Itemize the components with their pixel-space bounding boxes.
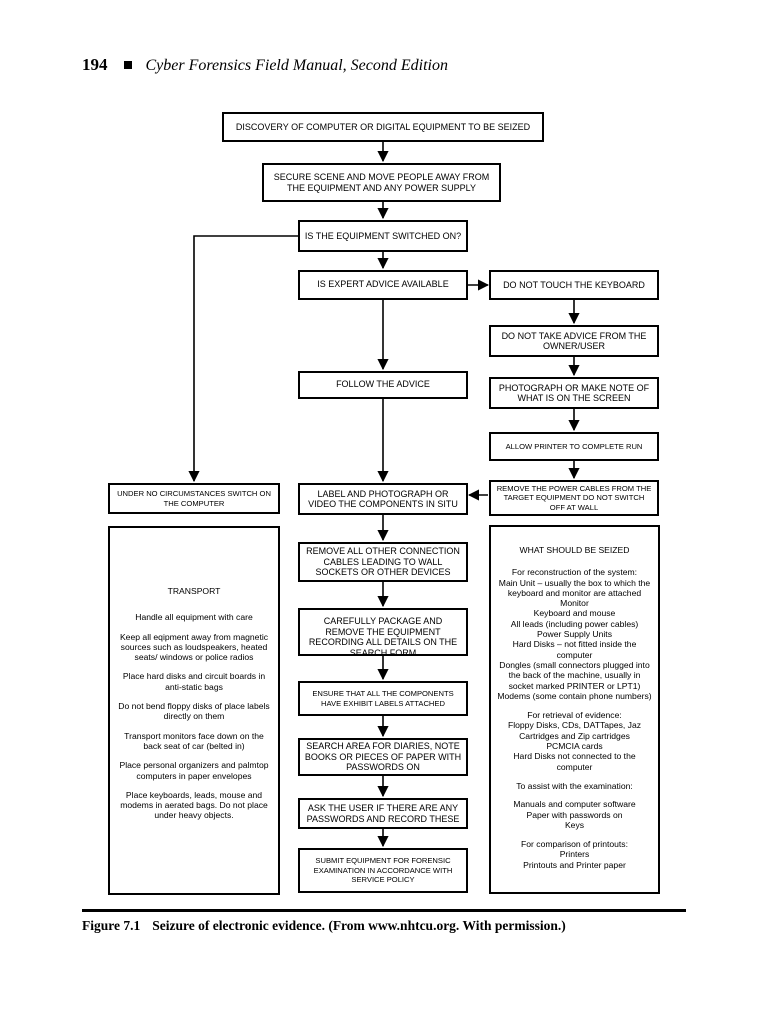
transport-item: Keep all eqipment away from magnetic sou… bbox=[119, 631, 269, 663]
step-search-area: SEARCH AREA FOR DIARIES, NOTE BOOKS OR P… bbox=[298, 738, 468, 776]
seized-title: WHAT SHOULD BE SEIZED bbox=[519, 545, 630, 555]
step-no-advice-owner: DO NOT TAKE ADVICE FROM THE OWNER/USER bbox=[489, 325, 659, 357]
figure-caption: Figure 7.1 Seizure of electronic evidence… bbox=[82, 918, 566, 934]
step-package-remove: CAREFULLY PACKAGE AND REMOVE THE EQUIPME… bbox=[298, 608, 468, 658]
page-number: 194 bbox=[82, 55, 108, 74]
step-ask-passwords: ASK THE USER IF THERE ARE ANY PASSWORDS … bbox=[298, 798, 468, 829]
transport-item: Place hard disks and circuit boards in a… bbox=[122, 671, 266, 692]
transport-item: Transport monitors face down on the back… bbox=[124, 730, 264, 751]
seized-item: PCMCIA cards bbox=[546, 741, 603, 752]
seized-item: All leads (including power cables) bbox=[510, 618, 639, 629]
seized-item: Main Unit – usually the box to which the… bbox=[498, 577, 651, 598]
step-exhibit-labels: ENSURE THAT ALL THE COMPONENTS HAVE EXHI… bbox=[298, 681, 468, 716]
seized-item: Paper with passwords on bbox=[526, 809, 623, 820]
step-secure-scene: SECURE SCENE AND MOVE PEOPLE AWAY FROM T… bbox=[262, 163, 501, 202]
step-no-touch-keyboard: DO NOT TOUCH THE KEYBOARD bbox=[489, 270, 659, 300]
transport-item: Place keyboards, leads, mouse and modems… bbox=[120, 789, 268, 821]
warning-no-switch-on: UNDER NO CIRCUMSTANCES SWITCH ON THE COM… bbox=[108, 483, 280, 514]
figure-label: Figure 7.1 bbox=[82, 918, 141, 933]
caption-rule bbox=[82, 909, 686, 912]
seized-panel: WHAT SHOULD BE SEIZED For reconstruction… bbox=[489, 525, 660, 894]
transport-item: Place personal organizers and palmtop co… bbox=[119, 760, 269, 781]
seized-item: Keys bbox=[564, 819, 585, 830]
step-label-photograph: LABEL AND PHOTOGRAPH OR VIDEO THE COMPON… bbox=[298, 483, 468, 515]
transport-panel: TRANSPORT Handle all equipment with care… bbox=[108, 526, 280, 895]
seized-item: Manuals and computer software bbox=[513, 799, 636, 810]
step-allow-printer: ALLOW PRINTER TO COMPLETE RUN bbox=[489, 432, 659, 461]
seized-group-heading: For retrieval of evidence: bbox=[527, 710, 622, 721]
seized-item: Monitor bbox=[560, 598, 589, 609]
transport-item: Do not bend floppy disks of place labels… bbox=[118, 701, 270, 722]
step-submit-equipment: SUBMIT EQUIPMENT FOR FORENSIC EXAMINATIO… bbox=[298, 848, 468, 893]
seized-group-heading: To assist with the examination: bbox=[516, 780, 633, 791]
seized-item: Hard Disks – not fitted inside the compu… bbox=[512, 639, 637, 660]
step-photograph-screen: PHOTOGRAPH OR MAKE NOTE OF WHAT IS ON TH… bbox=[489, 377, 659, 409]
page-header: 194 Cyber Forensics Field Manual, Second … bbox=[82, 55, 448, 75]
seized-item: Power Supply Units bbox=[537, 629, 612, 640]
seized-item: Printers bbox=[559, 849, 590, 860]
seized-item: Hard Disks not connected to the computer bbox=[513, 751, 636, 772]
step-discovery: DISCOVERY OF COMPUTER OR DIGITAL EQUIPME… bbox=[222, 112, 544, 142]
arrow-switched-to-noswitch bbox=[188, 235, 298, 483]
decision-expert-advice: IS EXPERT ADVICE AVAILABLE bbox=[298, 270, 468, 300]
header-bullet bbox=[123, 61, 132, 70]
seized-item: Printouts and Printer paper bbox=[523, 859, 626, 870]
decision-switched-on: IS THE EQUIPMENT SWITCHED ON? bbox=[298, 220, 468, 252]
seized-item: Modems (some contain phone numbers) bbox=[497, 690, 652, 701]
seized-item: Dongles (small connectors plugged into t… bbox=[499, 659, 650, 691]
seized-group-heading: For comparison of printouts: bbox=[521, 839, 628, 850]
seized-item: Keyboard and mouse bbox=[533, 608, 616, 619]
figure-caption-text: Seizure of electronic evidence. (From ww… bbox=[152, 918, 566, 933]
seized-group-heading: For reconstruction of the system: bbox=[511, 567, 638, 578]
seized-item: Floppy Disks, CDs, DATTapes, Jaz Cartrid… bbox=[507, 720, 642, 741]
step-remove-power: REMOVE THE POWER CABLES FROM THE TARGET … bbox=[489, 480, 659, 516]
transport-item: Handle all equipment with care bbox=[135, 612, 253, 623]
step-follow-advice: FOLLOW THE ADVICE bbox=[298, 371, 468, 399]
book-title: Cyber Forensics Field Manual, Second Edi… bbox=[145, 57, 448, 74]
transport-title: TRANSPORT bbox=[167, 586, 221, 596]
step-remove-connections: REMOVE ALL OTHER CONNECTION CABLES LEADI… bbox=[298, 542, 468, 582]
